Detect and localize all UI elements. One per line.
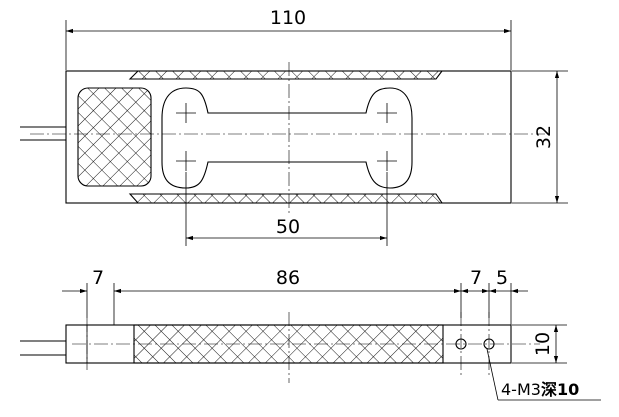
- dim-hole-offset: 7: [461, 267, 489, 294]
- callout-text: 4-M3深10: [501, 380, 579, 399]
- callout-thread-spec: 4-M3: [501, 380, 541, 399]
- top-centerlines: [30, 62, 545, 213]
- dumbbell-slot: [161, 87, 413, 189]
- dim-hole-spacing: 50: [185, 172, 388, 246]
- dim-5-label: 5: [496, 267, 508, 289]
- top-view: 110 32 50: [20, 7, 568, 246]
- side-view: 7 86 7 5 10 4-M3深1: [20, 267, 601, 401]
- bottom-seal-strip: [128, 193, 444, 204]
- dim-height: 10: [512, 324, 567, 364]
- dim-110-label: 110: [270, 7, 306, 29]
- top-seal-strip: [128, 70, 444, 80]
- dim-86-label: 86: [276, 267, 300, 289]
- dim-hole-pitch: 5: [489, 267, 528, 294]
- hole-markers: [176, 103, 397, 171]
- side-extension-lines: [86, 283, 512, 325]
- thread-hole-1: [455, 338, 467, 350]
- dim-overall-width: 32: [512, 70, 568, 204]
- dim-7-right-label: 7: [470, 267, 482, 289]
- cable: [20, 126, 66, 141]
- dim-7-left-label: 7: [92, 267, 104, 289]
- side-centerlines: [72, 312, 540, 383]
- callout-depth: 深10: [541, 380, 579, 399]
- dim-gauge-length: 86: [114, 267, 461, 294]
- potting-block: [77, 87, 152, 187]
- side-cable: [20, 340, 66, 356]
- dim-50-label: 50: [276, 216, 300, 238]
- dim-end-offset: 7: [62, 267, 104, 294]
- dim-overall-length: 110: [65, 7, 512, 70]
- thread-callout: 4-M3深10: [486, 348, 601, 401]
- dim-32-label: 32: [533, 125, 555, 149]
- thread-hole-2: [483, 338, 495, 350]
- dim-10-label: 10: [532, 332, 554, 356]
